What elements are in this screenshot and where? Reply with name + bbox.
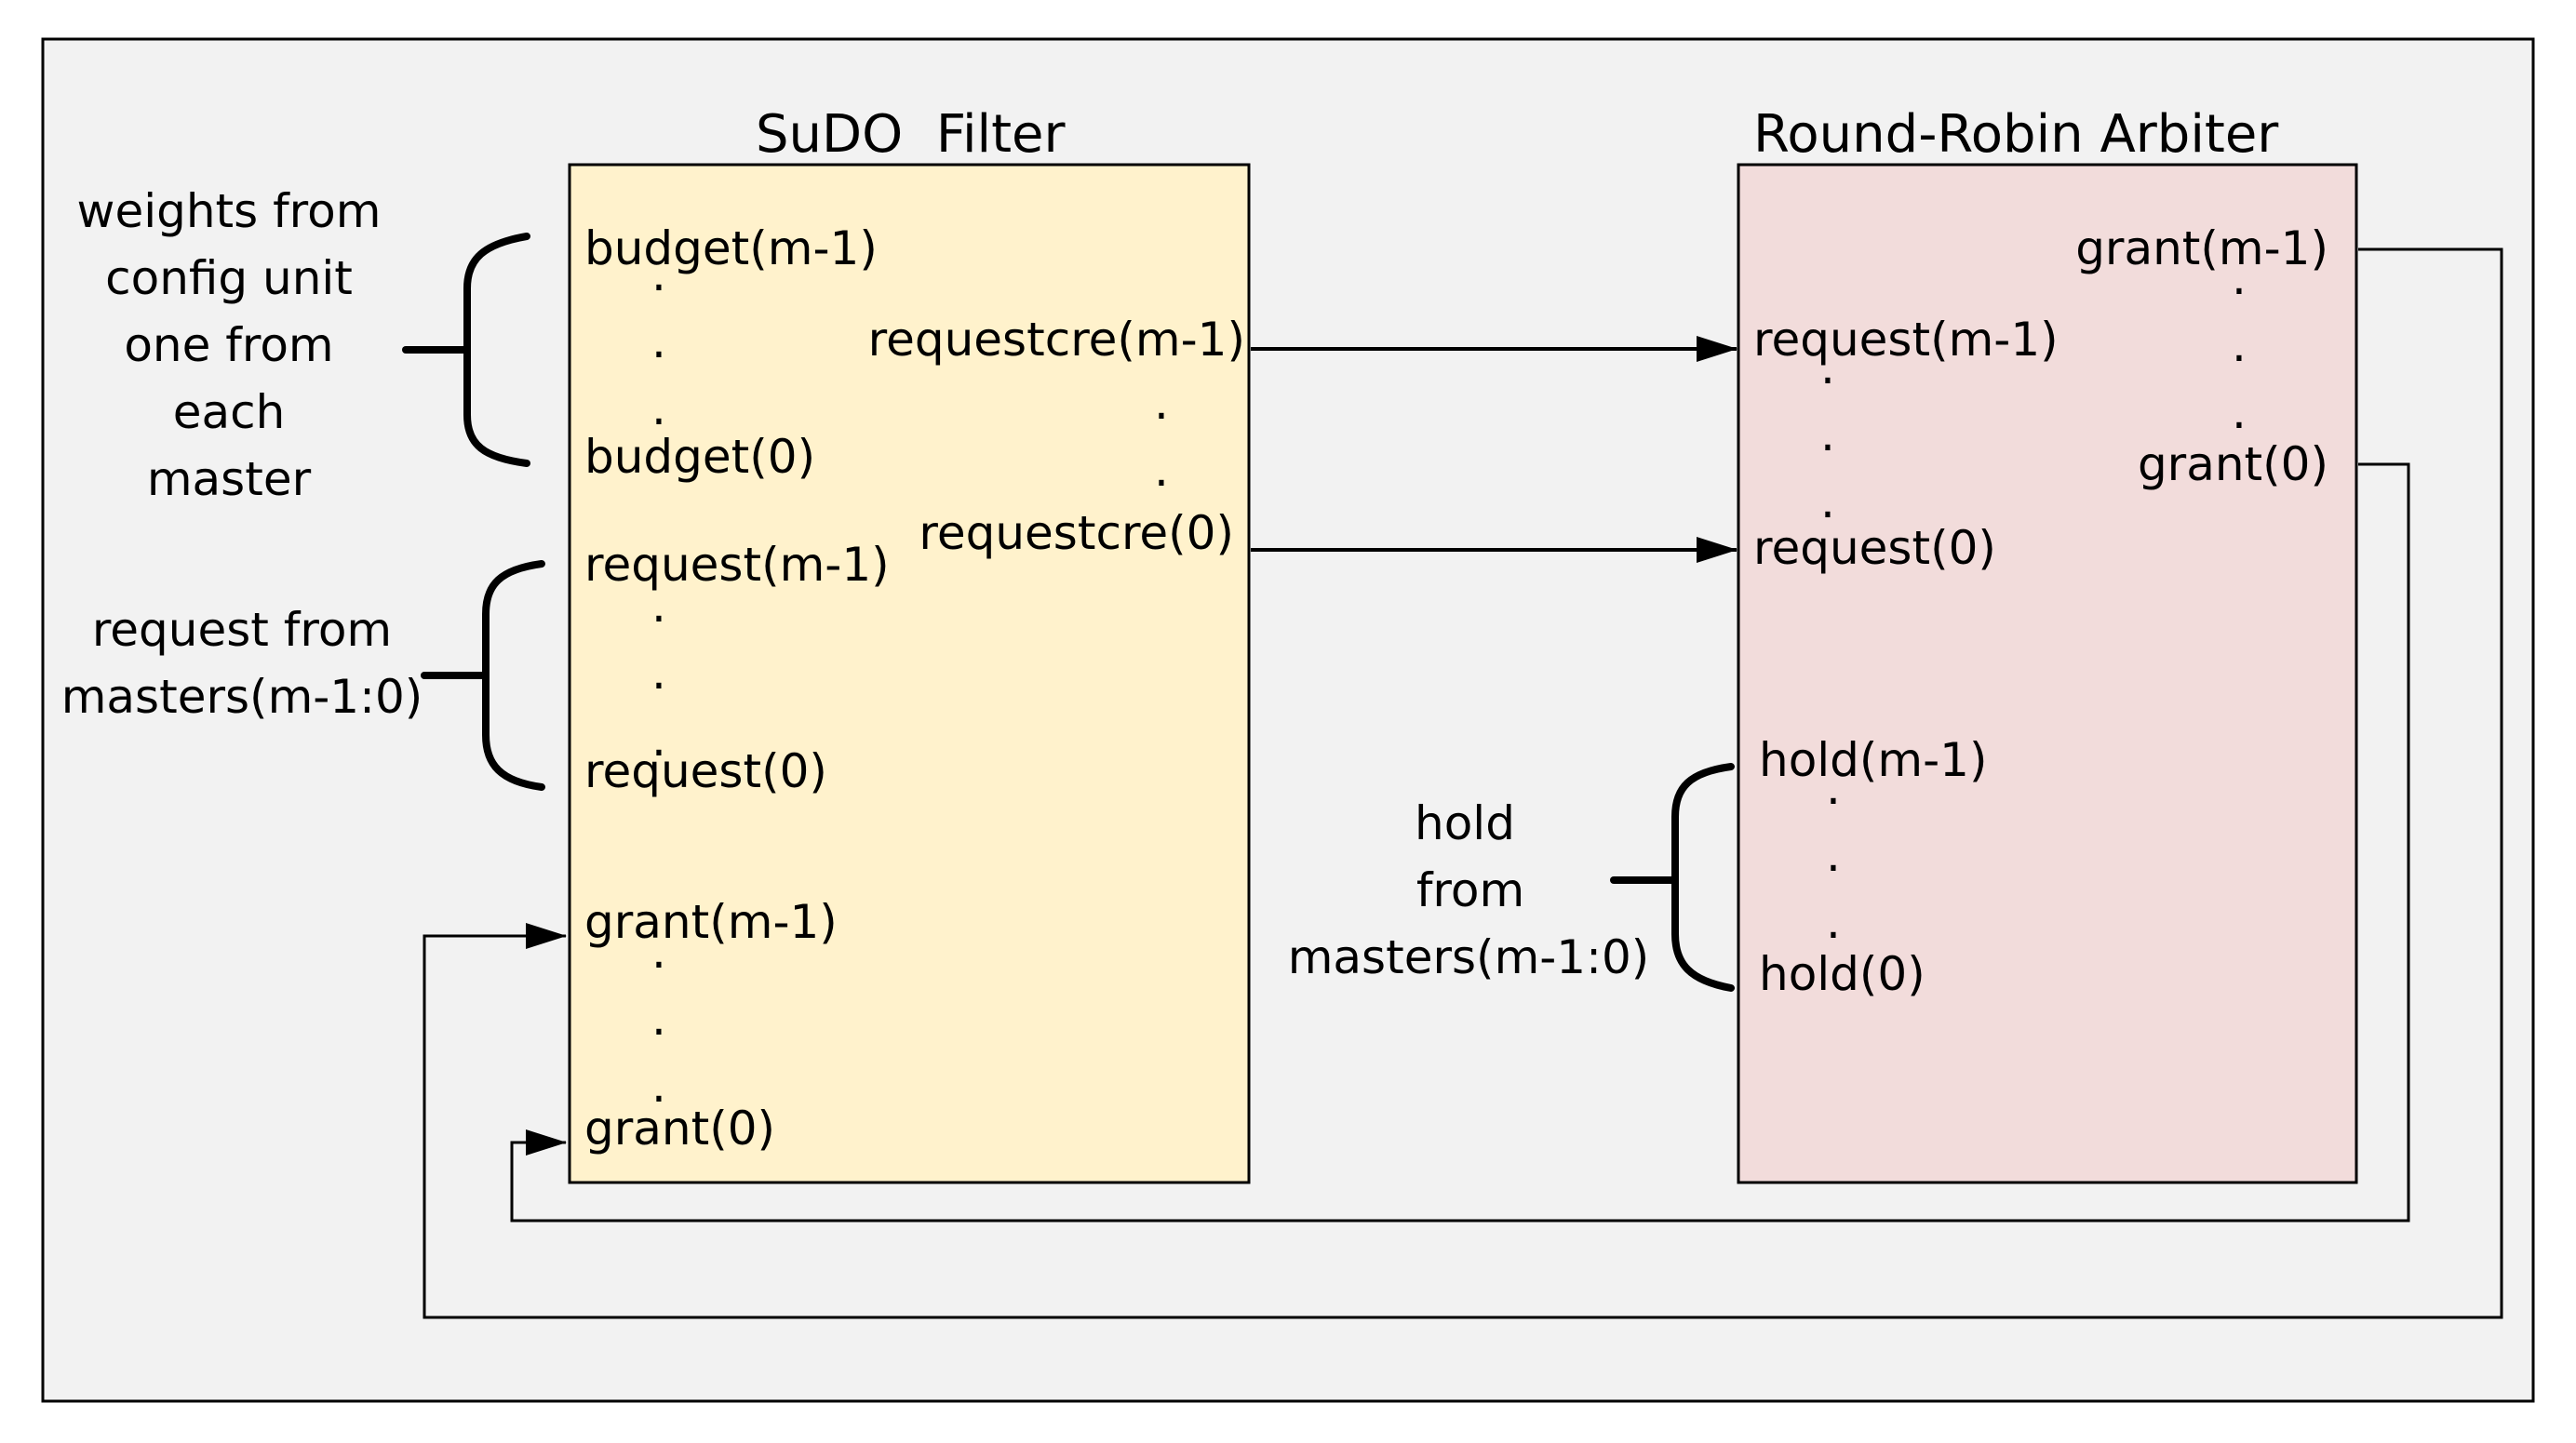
label-weights-3: one from — [124, 318, 333, 372]
port-budget-m1: budget(m-1) — [584, 221, 878, 275]
label-weights-2: config unit — [105, 251, 353, 305]
port-request-m1: request(m-1) — [584, 538, 890, 592]
dot: . — [1826, 761, 1841, 815]
dot: . — [651, 381, 666, 435]
dot: . — [651, 646, 666, 700]
dot: . — [651, 579, 666, 633]
dot: . — [1820, 408, 1835, 461]
dot: . — [2232, 251, 2247, 305]
dot: . — [1154, 376, 1169, 430]
port-grant-0: grant(0) — [584, 1102, 775, 1156]
arb-port-hold-0: hold(0) — [1759, 947, 1925, 1001]
dot: . — [651, 713, 666, 767]
dot: . — [2232, 385, 2247, 439]
label-weights-1: weights from — [77, 184, 382, 238]
label-request-from-2: masters(m-1:0) — [61, 670, 423, 724]
label-hold-1: hold — [1415, 796, 1515, 850]
brace-hold — [1610, 763, 1735, 992]
arb-port-request-m1: request(m-1) — [1753, 313, 2059, 367]
dot: . — [2232, 318, 2247, 372]
label-weights-5: master — [147, 452, 312, 506]
sudo-filter-title: SuDO Filter — [756, 104, 1067, 165]
label-request-from-1: request from — [92, 603, 392, 657]
port-requestcre-m1: requestcre(m-1) — [868, 313, 1245, 367]
label-weights-4: each — [173, 385, 286, 439]
dot: . — [1826, 828, 1841, 882]
brace-requests — [421, 560, 545, 791]
dot: . — [1820, 474, 1835, 528]
arb-port-grant-m1: grant(m-1) — [2075, 221, 2328, 275]
port-requestcre-0: requestcre(0) — [919, 506, 1234, 560]
dot: . — [651, 992, 666, 1046]
arb-port-hold-m1: hold(m-1) — [1759, 733, 1987, 787]
dot: . — [651, 925, 666, 979]
dot: . — [651, 1059, 666, 1113]
feedback-grant-0 — [510, 462, 2410, 1223]
brace-weights — [402, 233, 530, 467]
arbiter-block — [1737, 163, 2358, 1184]
arbiter-title: Round-Robin Arbiter — [1753, 104, 2279, 165]
sudo-filter-block — [568, 163, 1251, 1184]
label-hold-2: from — [1416, 863, 1524, 917]
dot: . — [651, 247, 666, 301]
port-grant-m1: grant(m-1) — [584, 895, 838, 949]
arb-port-request-0: request(0) — [1753, 521, 1996, 575]
dot: . — [1826, 895, 1841, 949]
port-budget-0: budget(0) — [584, 430, 815, 484]
port-request-0: request(0) — [584, 744, 827, 798]
feedback-grant-m1 — [423, 247, 2503, 1319]
dot: . — [1820, 341, 1835, 394]
arb-port-grant-0: grant(0) — [2138, 437, 2328, 491]
dot: . — [1154, 443, 1169, 497]
label-hold-3: masters(m-1:0) — [1288, 930, 1650, 984]
dot: . — [651, 314, 666, 368]
